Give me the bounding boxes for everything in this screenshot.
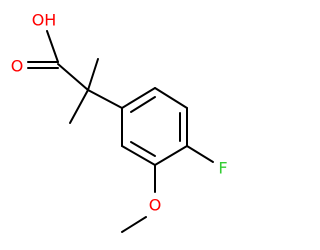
chemical-structure: OH O F O — [11, 11, 228, 233]
fluorine-label: F — [218, 159, 227, 178]
bond-quaternary-ring — [87, 89, 123, 109]
ring-bond-1 — [121, 87, 156, 109]
bond-methoxy-o-methyl — [121, 216, 147, 233]
carbonyl-oxygen-label: O — [11, 57, 24, 76]
ring-inner-bond-1 — [130, 96, 156, 113]
ring-bond-5 — [121, 145, 156, 166]
ring-inner-bond-3 — [130, 141, 156, 157]
ring-bond-2 — [154, 87, 188, 109]
bond-c-oh — [46, 30, 59, 63]
methoxy-oxygen-label: O — [149, 196, 162, 215]
ring-bond-4 — [154, 145, 188, 166]
bond-ring-fluorine — [186, 145, 214, 163]
bond-methyl-up — [87, 58, 99, 91]
bond-methyl-down — [69, 89, 89, 124]
bond-carboxyl-quaternary — [57, 63, 89, 91]
hydroxyl-label: OH — [32, 11, 57, 30]
